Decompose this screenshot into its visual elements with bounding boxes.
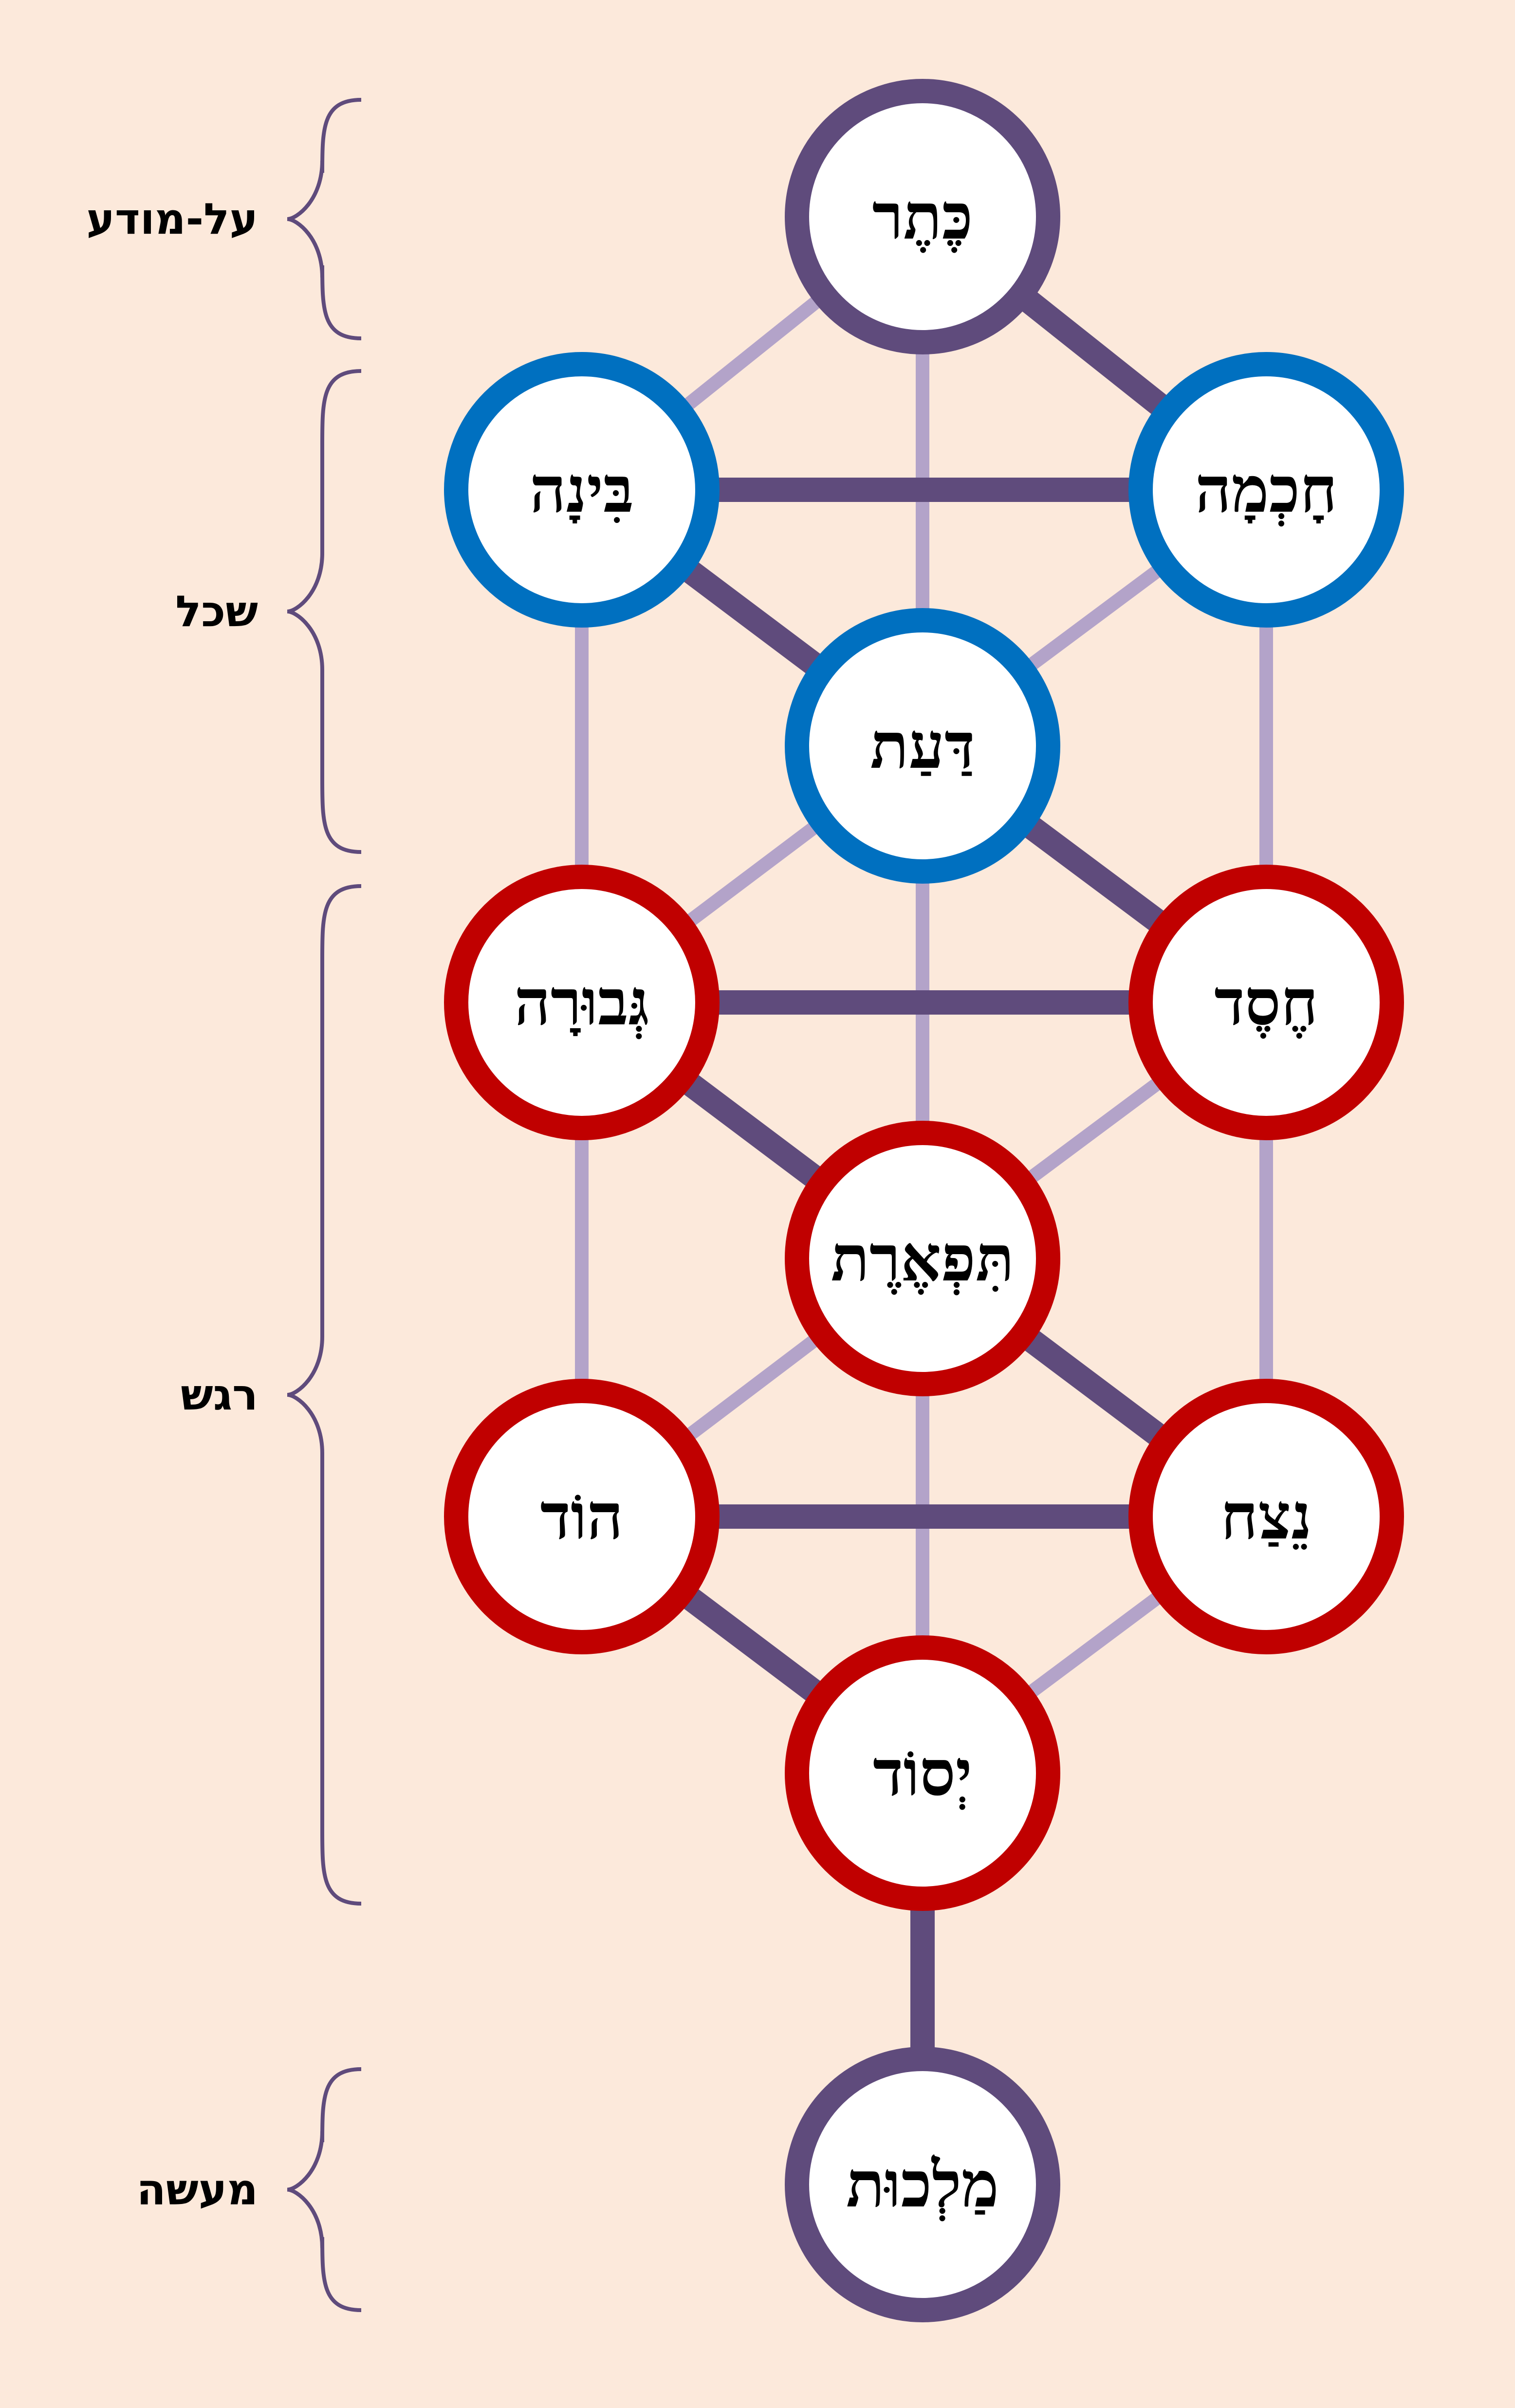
sefirah-label: חָכְמָה xyxy=(1195,452,1337,527)
sefirah-ring xyxy=(785,1635,1060,1911)
sefirah-label: דַּעַת xyxy=(870,708,975,783)
sefirah-label: תִּפְאֶרֶת xyxy=(831,1221,1015,1296)
sefirah-daat: דַּעַת xyxy=(785,608,1060,884)
sefirah-label: נֵצַח xyxy=(1220,1479,1312,1554)
sefirah-gevurah: גְּבוּרָה xyxy=(444,865,720,1140)
sefirah-ring xyxy=(785,1121,1060,1396)
sefirah-ring xyxy=(444,865,720,1140)
sefirah-chesed: חֶסֶד xyxy=(1128,865,1404,1140)
brace xyxy=(287,884,362,1906)
sefirah-label: בִּינָה xyxy=(530,452,634,527)
sefirah-keter: כֶּתֶר xyxy=(785,79,1060,354)
sefirah-ring xyxy=(1128,1379,1404,1654)
sefirah-label: גְּבוּרָה xyxy=(514,965,649,1039)
group-label: שכל xyxy=(175,586,258,636)
sefirah-ring xyxy=(785,2047,1060,2322)
sefirot-layer: כֶּתֶר חָכְמָה בִּינָה דַּעַת חֶסֶד גְּבוּרָה… xyxy=(444,79,1404,2322)
sefirah-hod: הוֹד xyxy=(444,1379,720,1654)
group-label: על-מודע xyxy=(86,194,258,244)
group-intellect: שכל xyxy=(175,369,362,854)
group-braces: על-מודע שכל רגש מעשה xyxy=(86,98,362,2312)
group-emotion: רגש xyxy=(181,884,362,1906)
sefirah-netzach: נֵצַח xyxy=(1128,1379,1404,1654)
group-label: רגש xyxy=(181,1370,258,1420)
sefirah-label: יְסוֹד xyxy=(873,1736,972,1810)
group-action: מעשה xyxy=(137,2067,362,2312)
sefirah-ring xyxy=(444,1379,720,1654)
sefirah-chokhmah: חָכְמָה xyxy=(1128,352,1404,628)
brace xyxy=(287,369,362,854)
sefirah-label: חֶסֶד xyxy=(1214,965,1318,1039)
sefirah-tiferet: תִּפְאֶרֶת xyxy=(785,1121,1060,1396)
group-superconscious: על-מודע xyxy=(86,98,362,340)
sefirah-yesod: יְסוֹד xyxy=(785,1635,1060,1911)
brace xyxy=(287,2067,362,2312)
sefirah-binah: בִּינָה xyxy=(444,352,720,628)
sefirah-label: כֶּתֶר xyxy=(872,179,973,254)
sefirah-ring xyxy=(785,608,1060,884)
sefirah-label: הוֹד xyxy=(540,1479,624,1554)
sefirah-ring xyxy=(1128,352,1404,628)
sefirah-ring xyxy=(444,352,720,628)
sefirah-label: מַלְכוּת xyxy=(846,2147,999,2222)
sefirah-ring xyxy=(1128,865,1404,1140)
group-label: מעשה xyxy=(137,2165,258,2215)
sefirah-malkhut: מַלְכוּת xyxy=(785,2047,1060,2322)
brace xyxy=(287,98,362,340)
sefirah-ring xyxy=(785,79,1060,354)
